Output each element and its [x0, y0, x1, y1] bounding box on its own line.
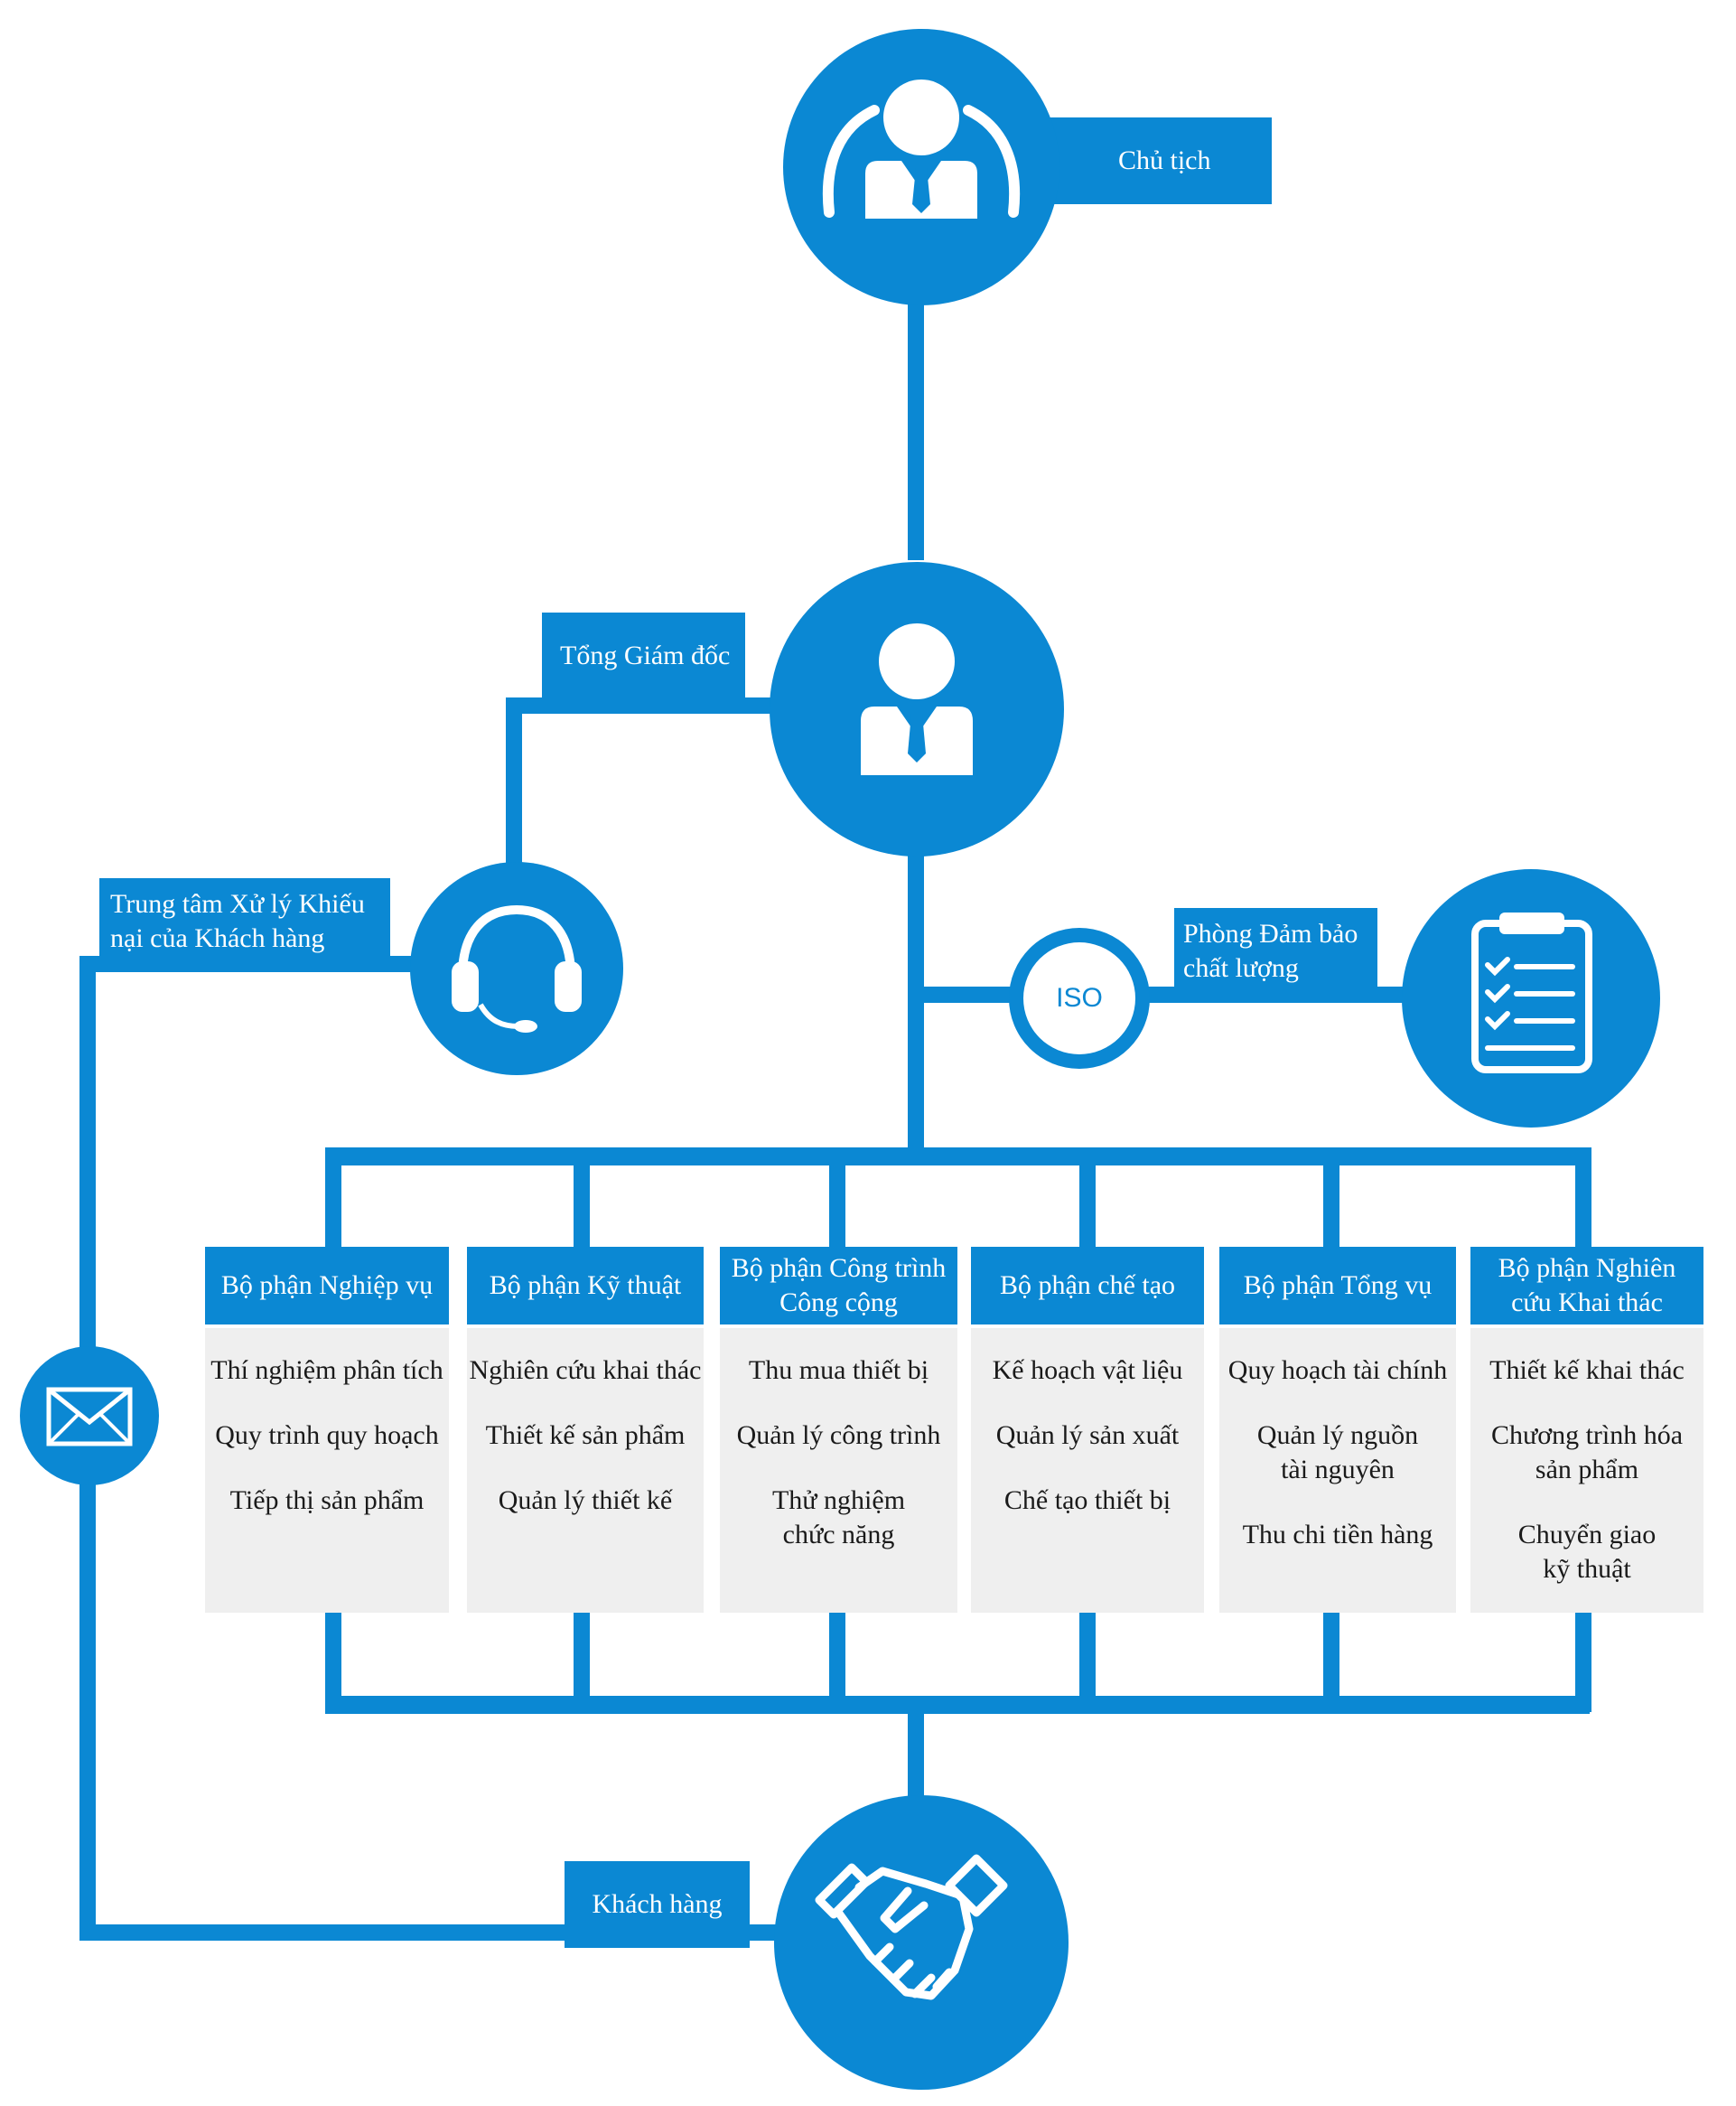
- dept-item: Quản lý thiết kế: [498, 1485, 673, 1515]
- dept-item: Tiếp thị sản phẩm: [229, 1485, 425, 1515]
- handshake-icon: [774, 1795, 1069, 2090]
- dept-item: Quản lý công trình: [736, 1420, 941, 1450]
- clipboard-checklist-icon: [1402, 869, 1660, 1128]
- envelope-icon: [20, 1346, 159, 1485]
- chairman-label: Chủ tịch: [1039, 117, 1272, 204]
- dept-item: Thu chi tiền hàng: [1242, 1520, 1433, 1549]
- dept-item: Thử nghiệm chức năng: [771, 1485, 906, 1549]
- chairman-person-icon: [783, 29, 1059, 305]
- dept-item: Thiết kế sản phẩm: [485, 1420, 686, 1450]
- customer-label: Khách hàng: [565, 1861, 750, 1948]
- headset-icon: [410, 862, 623, 1075]
- dept-header: Bộ phận Công trình Công cộng: [720, 1247, 957, 1324]
- ceo-label: Tổng Giám đốc: [542, 613, 745, 699]
- dept-item: Chương trình hóa sản phẩm: [1490, 1420, 1684, 1484]
- dept-item: Thiết kế khai thác: [1489, 1355, 1685, 1385]
- dept-item: Thu mua thiết bị: [748, 1355, 929, 1385]
- dept-item: Quy trình quy hoạch: [215, 1420, 439, 1450]
- iso-text: ISO: [1056, 983, 1103, 1013]
- dept-item: Nghiên cứu khai thác: [469, 1355, 702, 1385]
- ceo-person-icon: [770, 562, 1064, 856]
- dept-header: Bộ phận Tổng vụ: [1219, 1247, 1456, 1324]
- dept-item: Quy hoạch tài chính: [1227, 1355, 1448, 1385]
- customer-label-text: Khách hàng: [592, 1889, 723, 1919]
- dept-item: Thí nghiệm phân tích: [210, 1355, 443, 1385]
- dept-item: Chuyển giao kỹ thuật: [1517, 1520, 1657, 1584]
- iso-circle: [1009, 928, 1150, 1069]
- ceo-label-text: Tổng Giám đốc: [560, 641, 731, 670]
- quality-dept-label-text: Phòng Đảm bảo chất lượng: [1183, 919, 1358, 983]
- dept-item: Kế hoạch vật liệu: [992, 1355, 1183, 1385]
- dept-item: Quản lý sản xuất: [995, 1420, 1180, 1450]
- dept-item: Quản lý nguồn tài nguyên: [1256, 1420, 1419, 1484]
- quality-dept-label: Phòng Đảm bảo chất lượng: [1174, 908, 1377, 995]
- complaint-center-label: Trung tâm Xử lý Khiếu nại của Khách hàng: [99, 878, 390, 965]
- dept-header: Bộ phận Kỹ thuật: [467, 1247, 704, 1324]
- dept-item: Chế tạo thiết bị: [1003, 1485, 1171, 1515]
- dept-header: Bộ phận Nghiên cứu Khai thác: [1470, 1247, 1703, 1324]
- dept-header: Bộ phận Nghiệp vụ: [205, 1247, 449, 1324]
- chairman-label-text: Chủ tịch: [1118, 145, 1211, 175]
- complaint-center-label-text: Trung tâm Xử lý Khiếu nại của Khách hàng: [110, 889, 365, 953]
- dept-header: Bộ phận chế tạo: [971, 1247, 1204, 1324]
